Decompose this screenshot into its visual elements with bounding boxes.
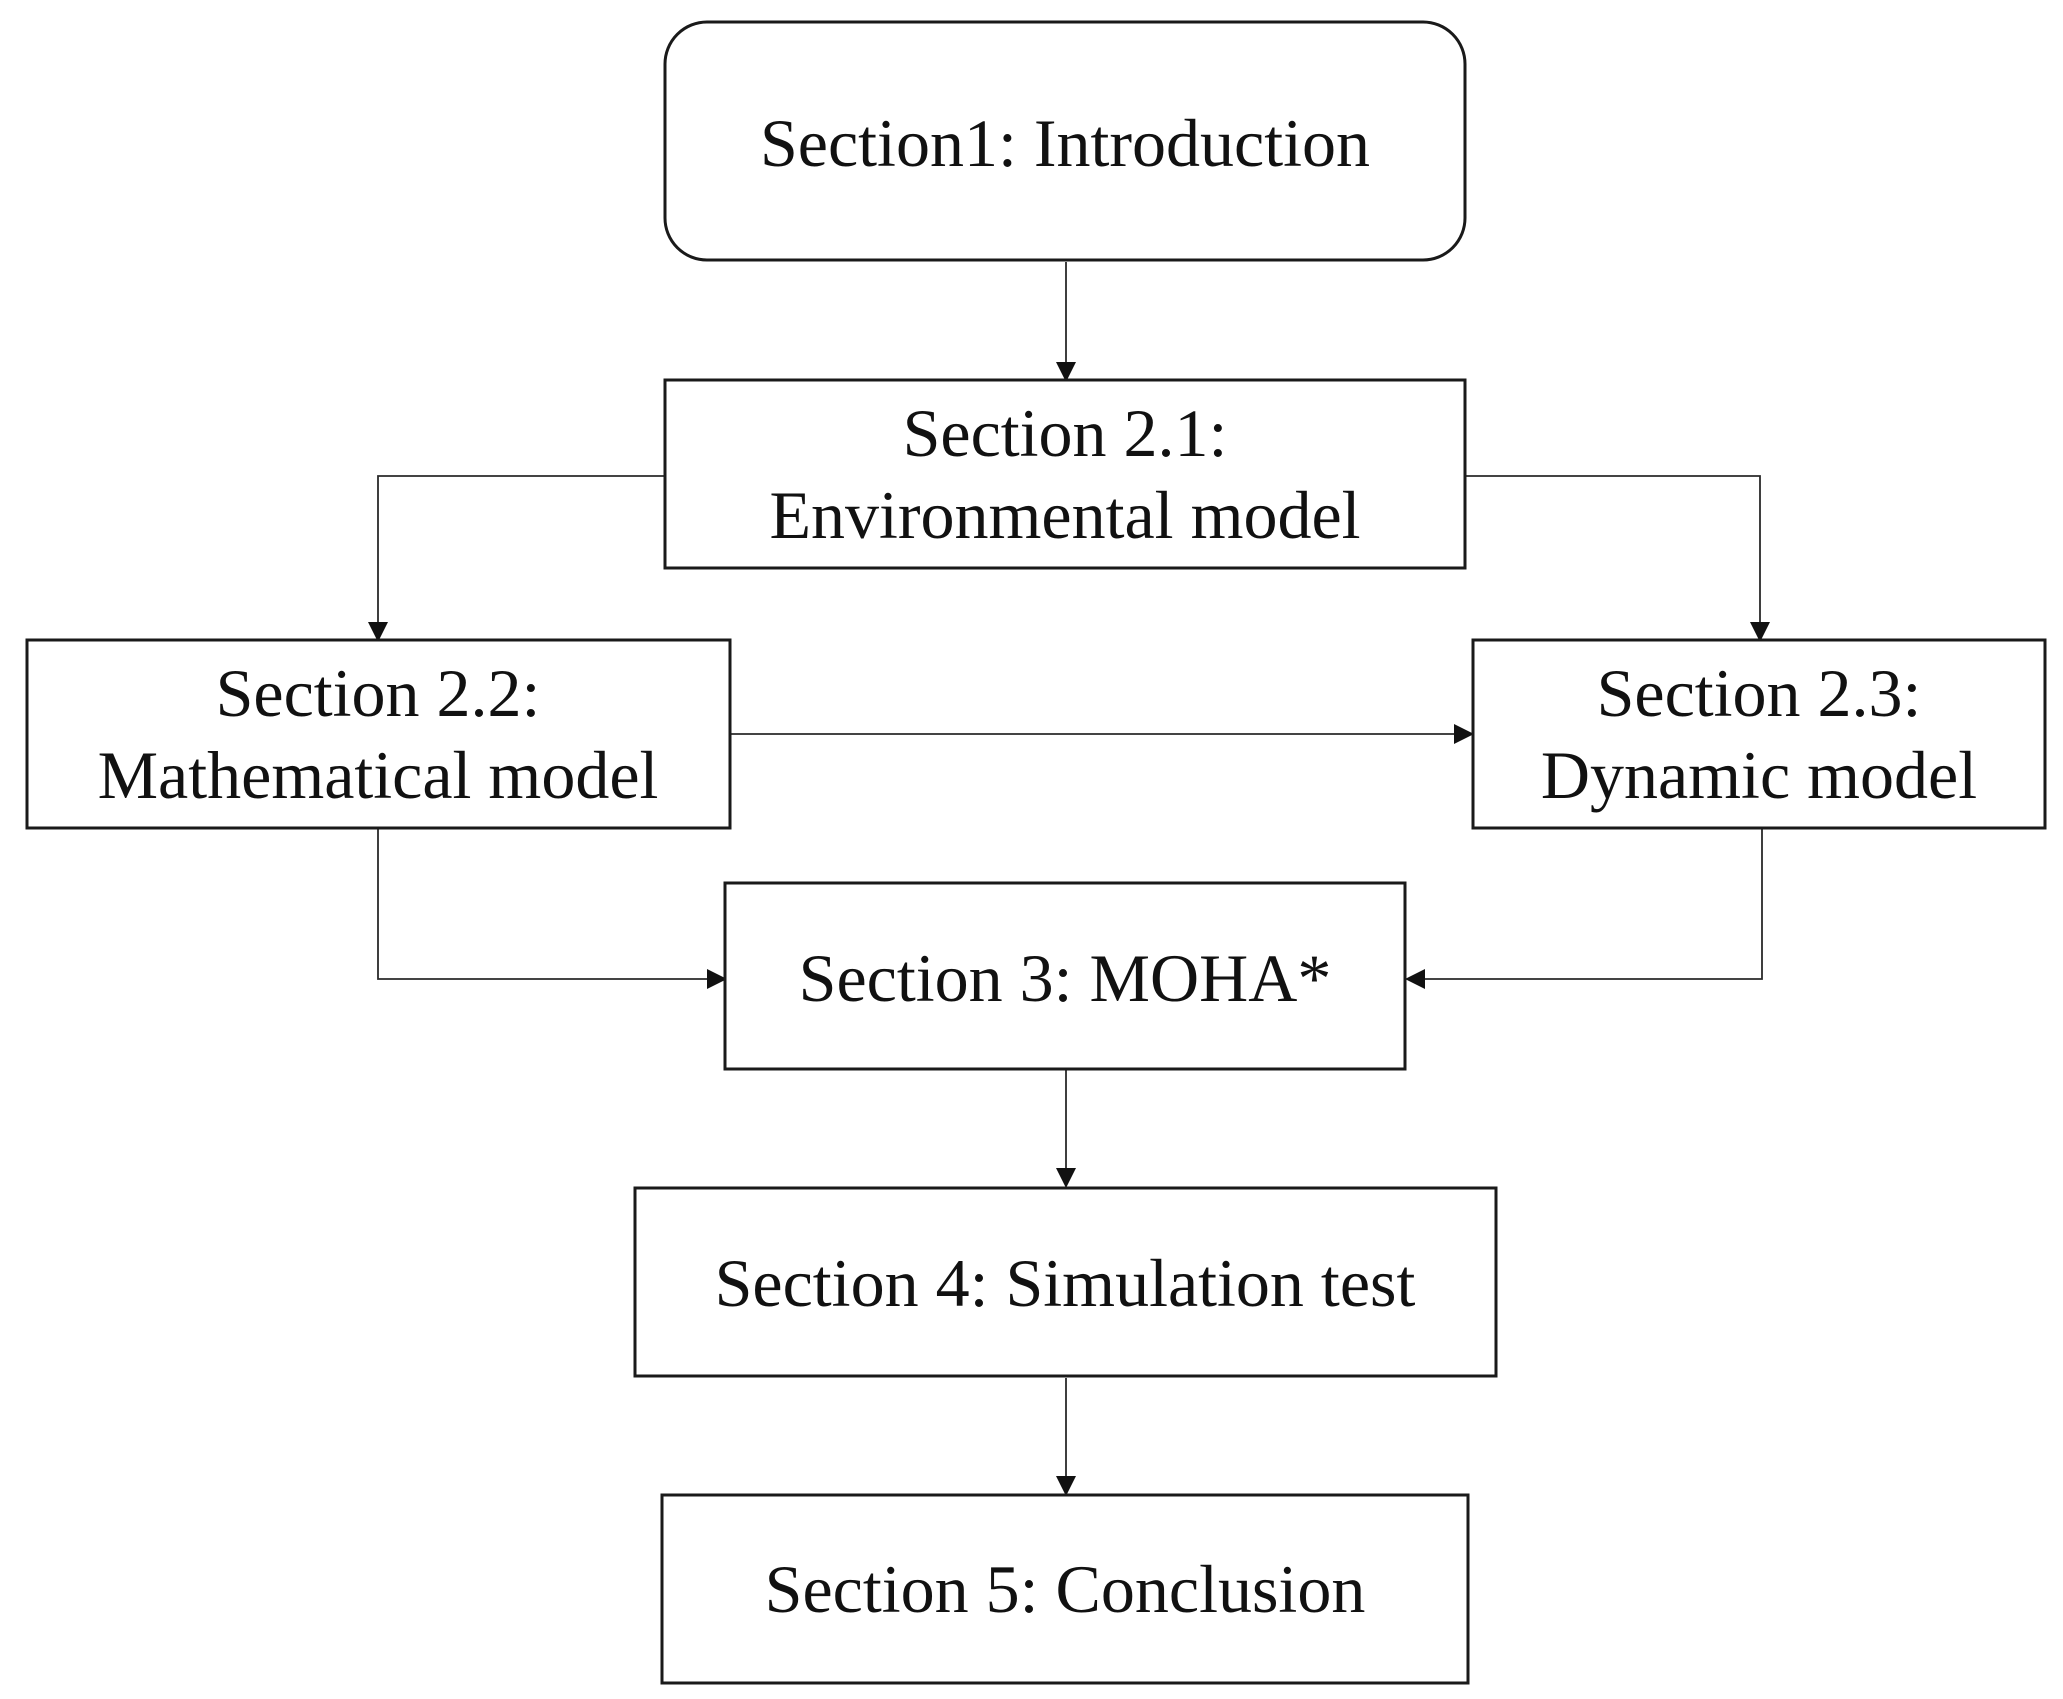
- edge-math-to-moha: [377, 828, 707, 980]
- node-dynamic-model: Section 2.3: Dynamic model: [1471, 638, 2047, 830]
- node-environmental-model: Section 2.1: Environmental model: [663, 378, 1467, 570]
- edge-dyn-to-moha: [1425, 828, 1763, 980]
- arrowhead: [1056, 362, 1076, 382]
- arrowhead: [707, 969, 727, 989]
- node-dyn-box: [1471, 638, 2047, 830]
- node-moha-box: [723, 881, 1407, 1071]
- node-math-label-line2: Mathematical model: [98, 737, 659, 813]
- edge-env-to-math: [377, 475, 665, 622]
- node-dyn-label-line1: Section 2.3:: [1597, 655, 1922, 731]
- arrowhead: [1056, 1168, 1076, 1188]
- node-sim-box: [633, 1186, 1498, 1378]
- edge-env-to-dyn: [1465, 475, 1761, 622]
- node-dyn-label-line2: Dynamic model: [1541, 737, 1977, 813]
- node-conclusion: Section 5: Conclusion: [660, 1493, 1470, 1685]
- arrowhead: [1750, 622, 1770, 642]
- node-moha-label: Section 3: MOHA*: [799, 940, 1332, 1016]
- node-concl-label: Section 5: Conclusion: [765, 1551, 1366, 1627]
- arrowhead: [368, 622, 388, 642]
- node-math-box: [25, 638, 732, 830]
- node-sim-label: Section 4: Simulation test: [715, 1245, 1416, 1321]
- arrowhead: [1056, 1476, 1076, 1496]
- node-env-label-line2: Environmental model: [769, 477, 1360, 553]
- arrowhead: [1405, 969, 1425, 989]
- node-env-box: [663, 378, 1467, 570]
- node-env-label-line1: Section 2.1:: [903, 395, 1228, 471]
- node-simulation-test: Section 4: Simulation test: [633, 1186, 1498, 1378]
- node-mathematical-model: Section 2.2: Mathematical model: [25, 638, 732, 830]
- node-intro-label: Section1: Introduction: [760, 105, 1370, 181]
- arrowhead: [1454, 724, 1474, 744]
- node-concl-box: [660, 1493, 1470, 1685]
- node-moha: Section 3: MOHA*: [723, 881, 1407, 1071]
- node-intro: Section1: Introduction: [663, 20, 1467, 262]
- edges: [368, 262, 1770, 1496]
- node-math-label-line1: Section 2.2:: [216, 655, 541, 731]
- node-intro-box: [663, 20, 1467, 262]
